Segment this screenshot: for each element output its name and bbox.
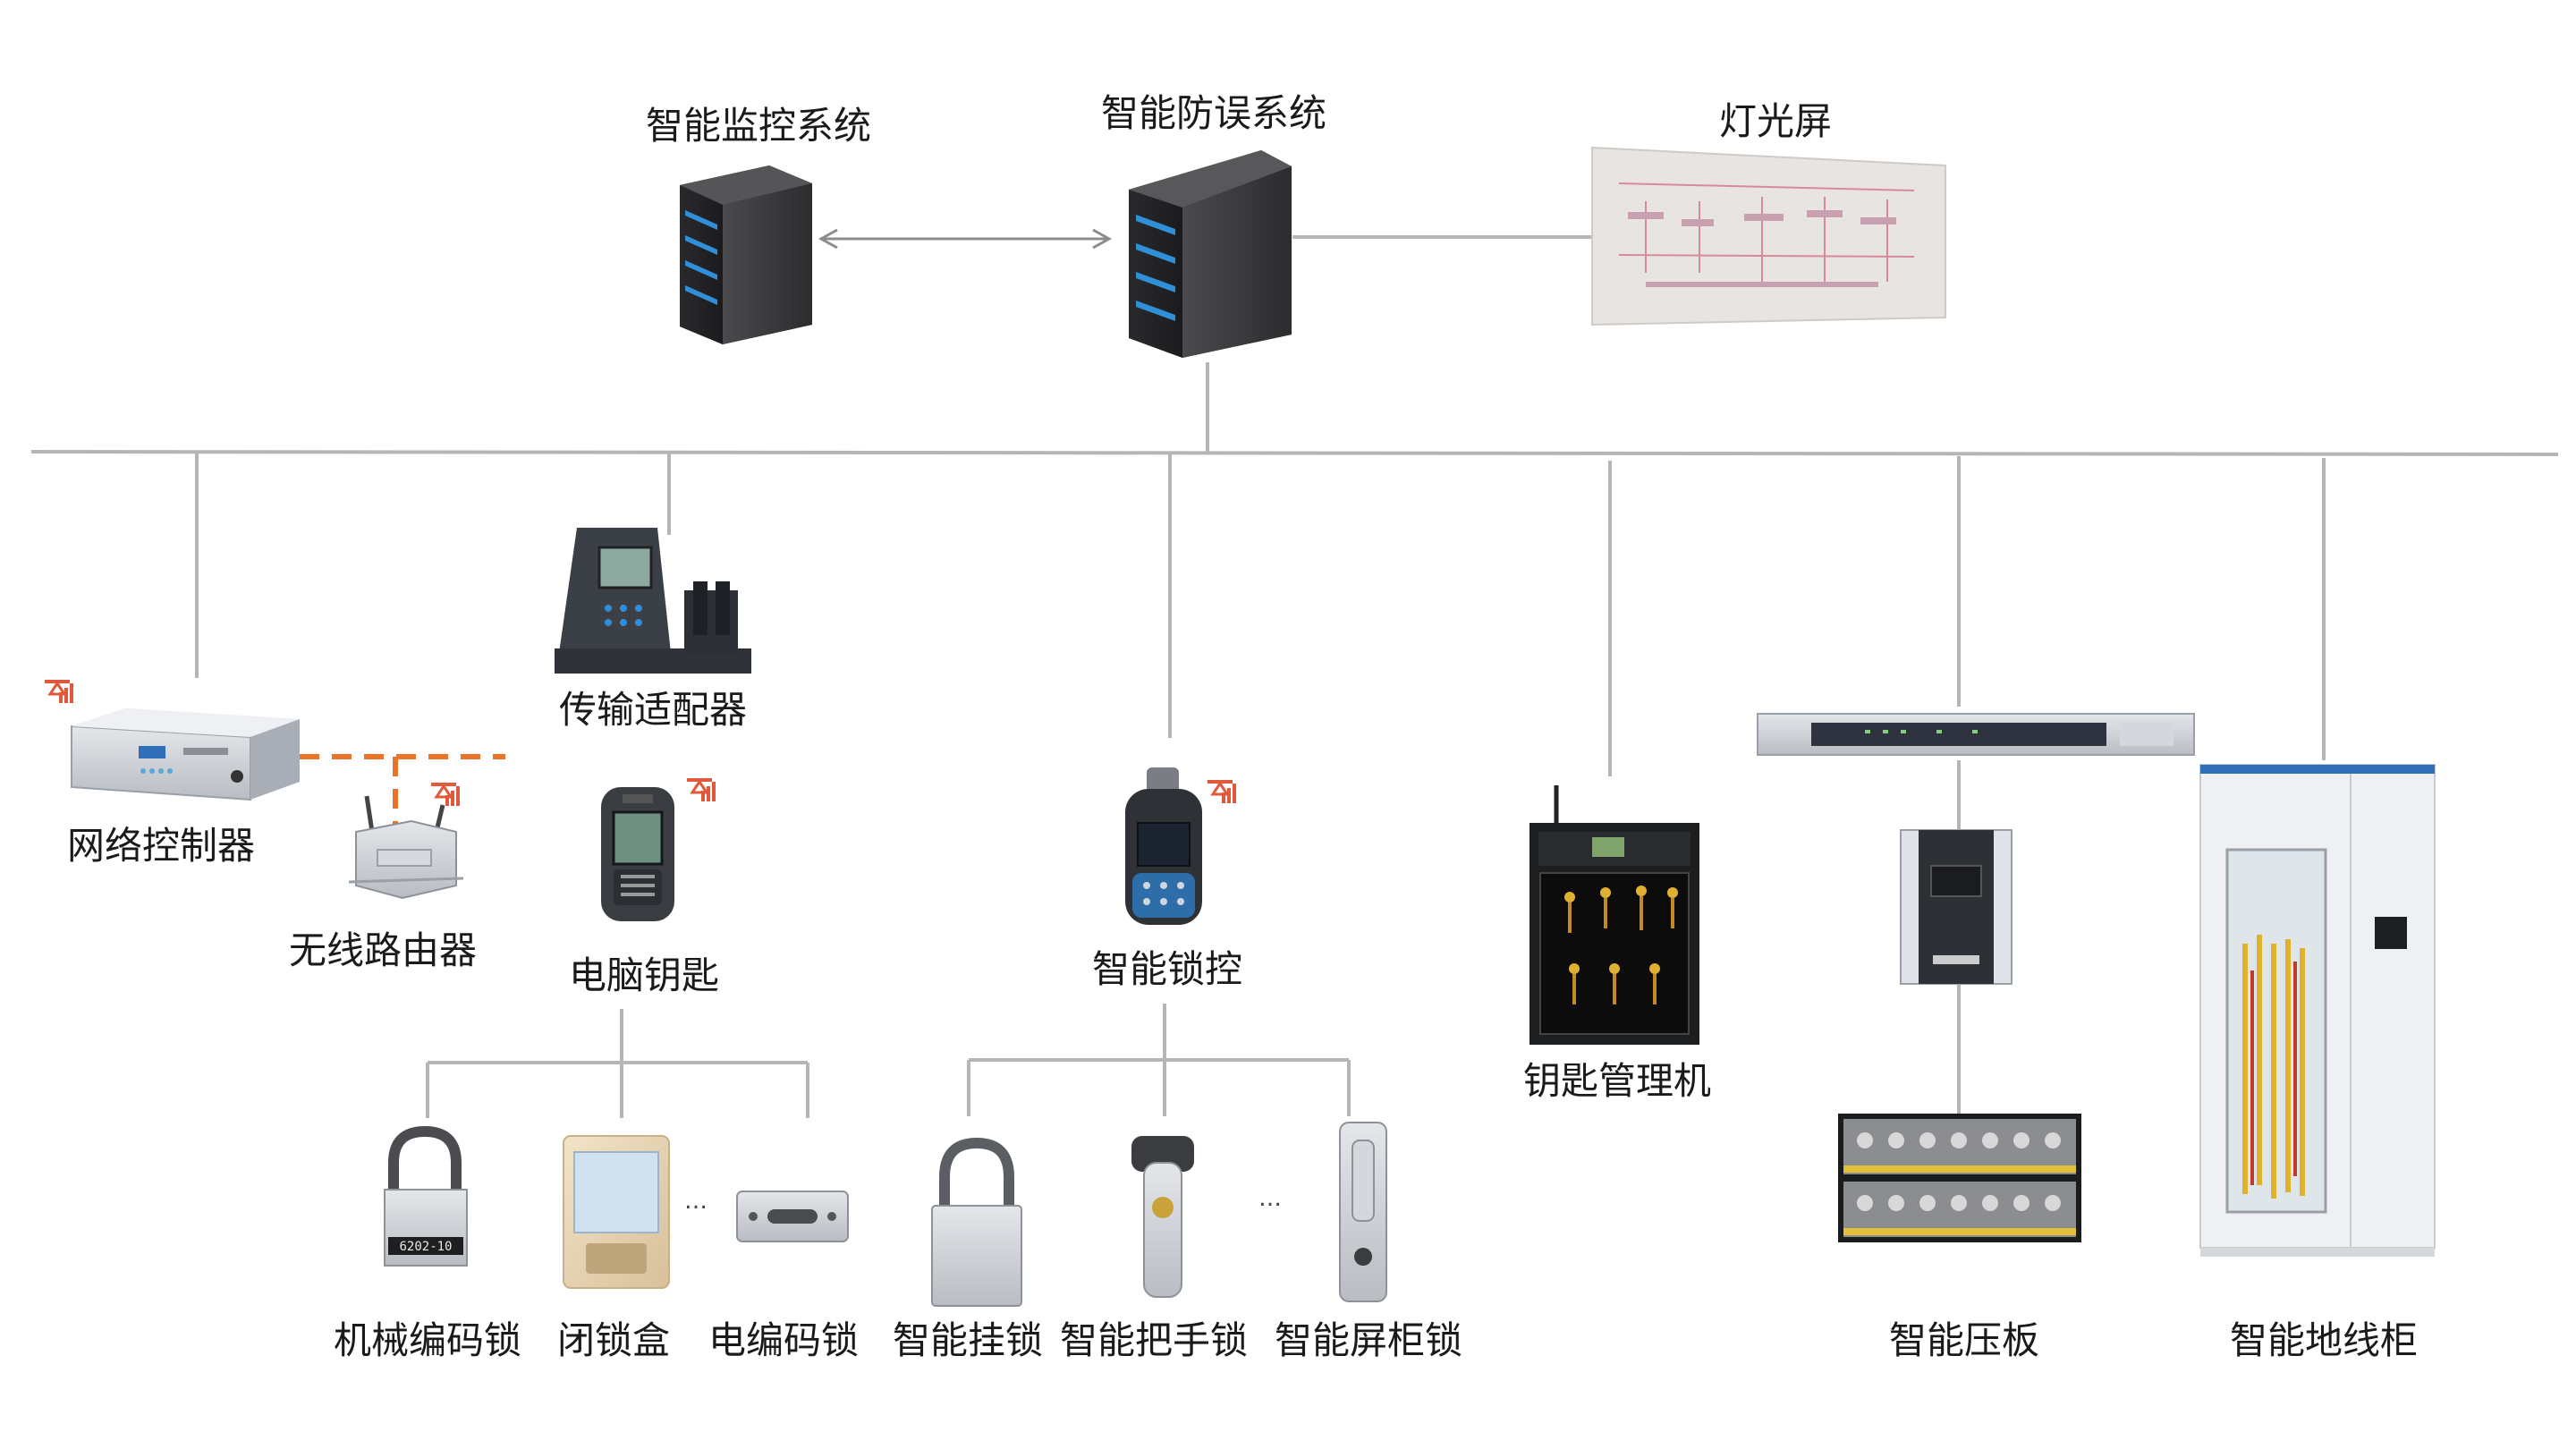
label-smart-press-plate: 智能压板 xyxy=(1888,1318,2040,1362)
ellipsis-lock-control-branch: … xyxy=(1258,1185,1282,1212)
mechanical-code-lock-icon: 6202-10 xyxy=(384,1125,468,1267)
label-mechanical-code-lock: 机械编码锁 xyxy=(333,1318,522,1362)
smart-padlock-icon xyxy=(931,1137,1022,1307)
smart-cabinet-lock-icon xyxy=(1339,1122,1387,1302)
server-icon xyxy=(1129,150,1292,358)
label-smart-ground-cabinet: 智能地线柜 xyxy=(2229,1318,2419,1362)
label-smart-lock-control: 智能锁控 xyxy=(1091,947,1243,991)
computer-key-device xyxy=(601,787,674,921)
main-bus-line xyxy=(30,450,2559,456)
label-light-screen: 灯光屏 xyxy=(1718,99,1833,143)
label-anti-misoperation-system: 智能防误系统 xyxy=(1100,91,1327,135)
network-controller-device xyxy=(71,708,300,801)
label-smart-padlock: 智能挂锁 xyxy=(892,1318,1044,1362)
smart-lock-control-device xyxy=(1125,767,1202,925)
press-plate-device xyxy=(1757,713,2195,756)
connection-lines xyxy=(30,235,2559,1118)
label-smart-cabinet-lock: 智能屏柜锁 xyxy=(1274,1318,1463,1362)
light-screen-panel xyxy=(1591,146,1946,326)
key-manager-device xyxy=(1530,785,1699,1045)
label-wireless-router: 无线路由器 xyxy=(288,928,478,972)
label-lock-box: 闭锁盒 xyxy=(556,1318,671,1362)
wireless-dashed-links xyxy=(300,754,505,836)
bidirectional-arrow xyxy=(818,228,1113,250)
label-transmission-adapter: 传输适配器 xyxy=(558,688,748,732)
server-icon xyxy=(680,165,812,344)
label-key-manager: 钥匙管理机 xyxy=(1522,1059,1712,1103)
signal-icon xyxy=(1206,778,1238,805)
label-computer-key: 电脑钥匙 xyxy=(568,953,720,997)
press-plate-device xyxy=(1900,829,2012,985)
ellipsis-computer-key-branch: … xyxy=(684,1188,708,1215)
press-plate-device xyxy=(1838,1114,2081,1242)
transmission-adapter-device xyxy=(555,528,751,674)
label-electric-code-lock: 电编码锁 xyxy=(708,1318,860,1362)
wireless-router-device xyxy=(348,795,464,900)
electric-code-lock-icon xyxy=(736,1191,849,1242)
lock-box-icon xyxy=(563,1135,670,1289)
label-monitoring-system: 智能监控系统 xyxy=(645,104,872,148)
ground-cabinet-device xyxy=(2199,764,2436,1257)
label-network-controller: 网络控制器 xyxy=(66,824,256,868)
smart-handle-lock-icon xyxy=(1131,1136,1194,1298)
signal-icon xyxy=(429,781,462,808)
label-smart-handle-lock: 智能把手锁 xyxy=(1059,1318,1249,1362)
signal-icon xyxy=(685,776,717,803)
lock-code: 6202-10 xyxy=(399,1240,452,1254)
signal-icon xyxy=(43,678,75,705)
